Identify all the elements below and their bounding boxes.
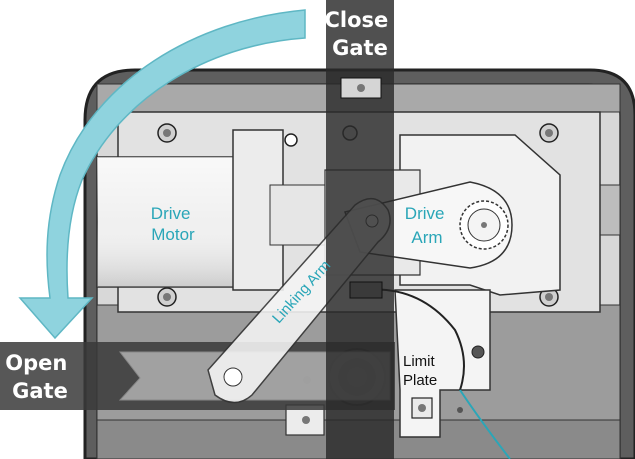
cable-icon — [349, 281, 511, 459]
open-gate-label: Open Gate — [5, 351, 74, 403]
drive-motor-label: Drive Motor — [151, 204, 195, 244]
bolt-icon — [284, 133, 298, 147]
limit-plate-label: Limit Plate — [403, 353, 439, 389]
drive-arm-label: Drive Arm — [405, 204, 449, 247]
drive-motor — [96, 129, 331, 291]
gear-icon — [459, 200, 509, 250]
close-gate-label: Close Gate — [324, 8, 395, 60]
curved-arrow-icon — [18, 9, 306, 340]
bolt-icon — [157, 123, 177, 143]
gate-bar-close — [326, 0, 394, 459]
bolt-icon — [539, 123, 559, 143]
bolt-icon — [157, 287, 177, 307]
limit-plate — [394, 289, 491, 438]
